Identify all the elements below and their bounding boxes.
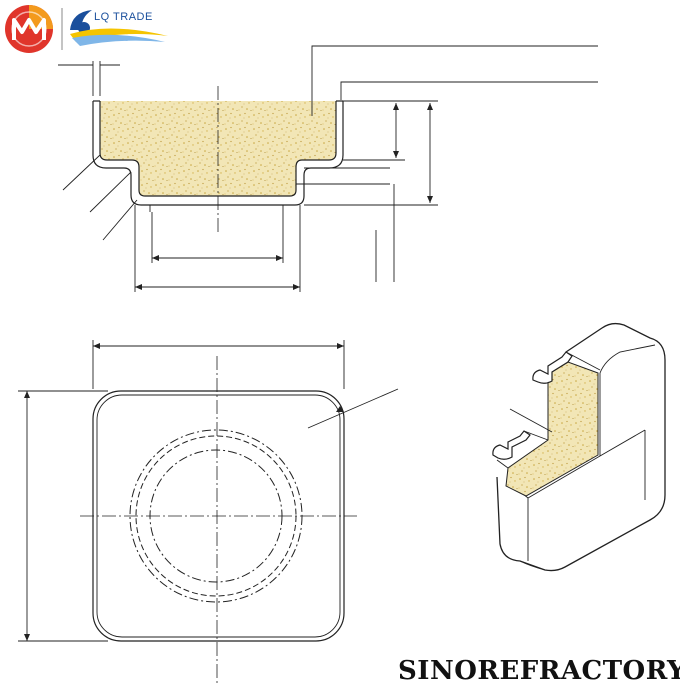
leader-line-4 [89, 171, 132, 213]
lq-trade-logo: LQ TRADE [70, 10, 168, 46]
leader-line-2 [340, 81, 598, 100]
height-dimensions [296, 100, 438, 282]
cutaway-leader [509, 408, 553, 433]
company-logo [5, 5, 53, 53]
brand-name: LQ TRADE [94, 11, 153, 23]
cutaway-refractory-fill [505, 361, 599, 497]
section-view [58, 45, 598, 292]
lower-flange-hook [492, 430, 531, 460]
shell-inner-contour [99, 101, 337, 197]
leader-line-5 [102, 199, 138, 241]
width-dimensions [134, 205, 301, 292]
plan-view [18, 340, 399, 686]
company-watermark: SINOREFRACTORY [398, 656, 680, 686]
isometric-cutaway-view [492, 322, 666, 572]
thickness-dimension [58, 61, 120, 96]
leader-line-3 [62, 154, 101, 191]
leader-line-1 [311, 45, 598, 116]
radius-leader [307, 388, 399, 429]
